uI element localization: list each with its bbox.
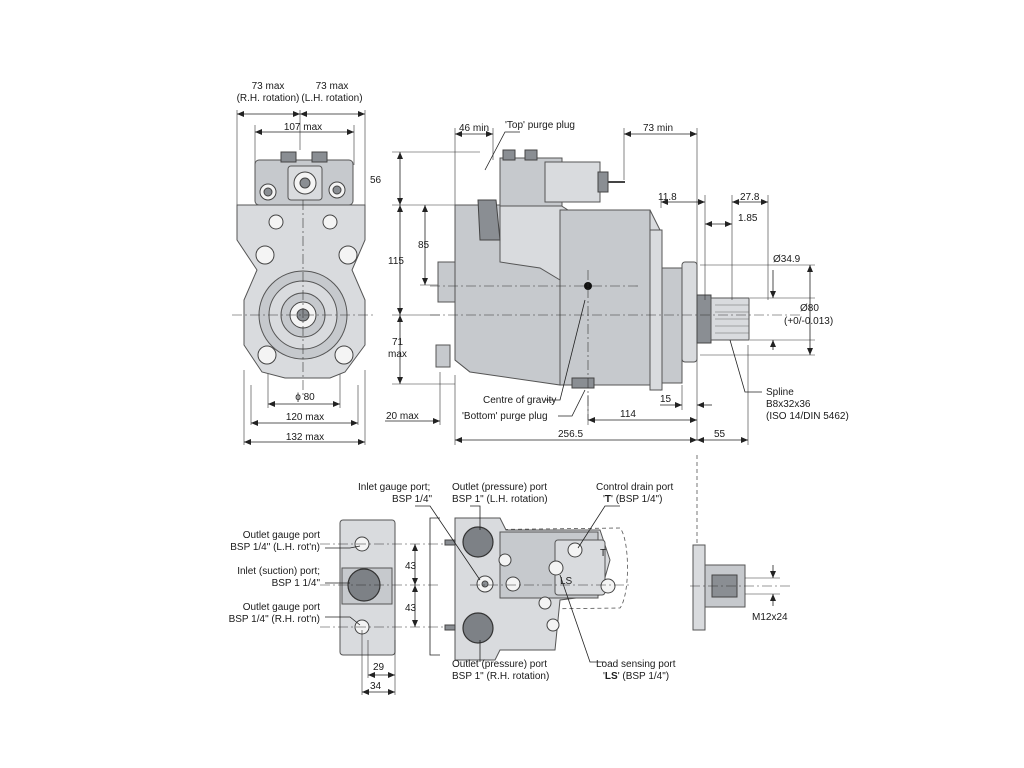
dim-71: 71 xyxy=(392,337,404,348)
thread-spec: M12x24 xyxy=(752,612,788,623)
dim-15: 15 xyxy=(660,394,672,405)
width-120: 120 max xyxy=(286,412,324,423)
dia-34-9: Ø34.9 xyxy=(773,254,801,265)
centre-of-gravity-label: Centre of gravity xyxy=(483,395,556,406)
dim-55: 55 xyxy=(714,429,726,440)
dim-46-min: 46 min xyxy=(459,123,489,134)
front-view: 73 max (R.H. rotation) 73 max (L.H. rota… xyxy=(232,81,375,445)
load-sensing-label: Load sensing port xyxy=(596,659,676,670)
port-view: T LS Inlet gauge port; BSP 1/4" Outlet (… xyxy=(229,455,790,695)
dim-29: 29 xyxy=(373,662,385,673)
spline-spec: B8x32x36 xyxy=(766,399,811,410)
lh-rotation-note: (L.H. rotation) xyxy=(301,93,362,104)
outlet-lh-spec: BSP 1" (L.H. rotation) xyxy=(452,494,548,505)
dim-114: 114 xyxy=(620,409,636,420)
control-drain-spec: 'T' (BSP 1/4") xyxy=(603,494,662,505)
dim-1-85: 1.85 xyxy=(738,213,758,224)
spline-standard: (ISO 14/DIN 5462) xyxy=(766,411,849,422)
outlet-gauge-lh-spec: BSP 1/4" (L.H. rot'n) xyxy=(230,542,320,553)
dim-73-min: 73 min xyxy=(643,123,673,134)
outlet-gauge-rh-spec: BSP 1/4" (R.H. rot'n) xyxy=(229,614,320,625)
inlet-gauge-label: Inlet gauge port; xyxy=(358,482,430,493)
dim-43-lower: 43 xyxy=(405,603,417,614)
dim-27-8: 27.8 xyxy=(740,192,760,203)
dim-11-8: 11.8 xyxy=(658,192,677,203)
pilot-diameter: ϕ 80 xyxy=(295,392,315,403)
control-drain-label: Control drain port xyxy=(596,482,673,493)
dia-80-tolerance: (+0/-0.013) xyxy=(784,316,833,327)
top-purge-plug-label: 'Top' purge plug xyxy=(505,120,575,131)
dim-20-max: 20 max xyxy=(386,411,419,422)
inlet-suction-label: Inlet (suction) port; xyxy=(237,566,320,577)
rh-rotation-note: (R.H. rotation) xyxy=(237,93,300,104)
dim-256-5: 256.5 xyxy=(558,429,583,440)
mark-ls: LS xyxy=(560,576,573,587)
dim-43-upper: 43 xyxy=(405,561,417,572)
width-107: 107 max xyxy=(284,122,322,133)
side-view: 46 min 'Top' purge plug 73 min 56 85 115… xyxy=(370,120,849,445)
load-sensing-spec: 'LS' (BSP 1/4") xyxy=(603,671,669,682)
rh-rotation-max: 73 max xyxy=(252,81,285,92)
dia-80: Ø80 xyxy=(800,303,819,314)
outlet-lh-label: Outlet (pressure) port xyxy=(452,482,547,493)
outlet-gauge-rh-label: Outlet gauge port xyxy=(243,602,320,613)
bottom-purge-plug-label: 'Bottom' purge plug xyxy=(462,411,548,422)
outlet-rh-label: Outlet (pressure) port xyxy=(452,659,547,670)
dim-71-max: max xyxy=(388,349,407,360)
lh-rotation-max: 73 max xyxy=(316,81,349,92)
inlet-suction-spec: BSP 1 1/4" xyxy=(272,578,321,589)
dim-56: 56 xyxy=(370,175,382,186)
dim-85: 85 xyxy=(418,240,430,251)
dim-34: 34 xyxy=(370,681,382,692)
mark-t: T xyxy=(600,548,606,559)
inlet-gauge-spec: BSP 1/4" xyxy=(392,494,433,505)
outlet-gauge-lh-label: Outlet gauge port xyxy=(243,530,320,541)
width-132: 132 max xyxy=(286,432,324,443)
spline-label: Spline xyxy=(766,387,794,398)
dim-115: 115 xyxy=(388,256,404,267)
outlet-rh-spec: BSP 1" (R.H. rotation) xyxy=(452,671,549,682)
